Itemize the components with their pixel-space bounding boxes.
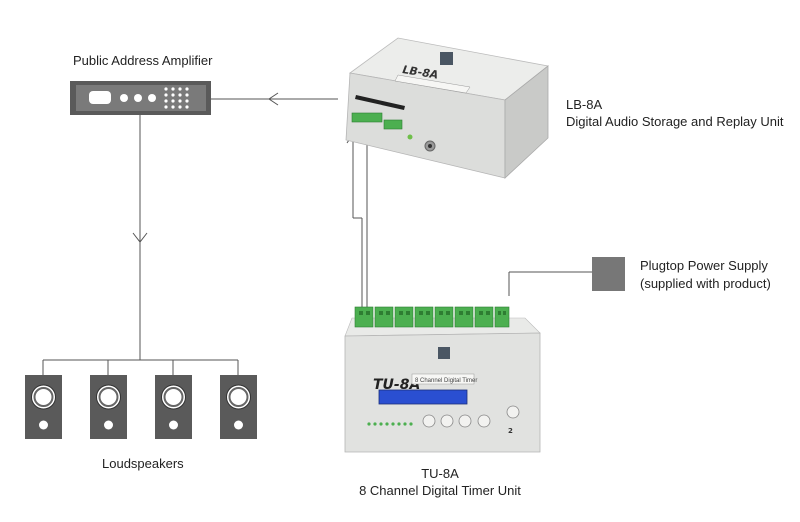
tu8a-description-label: 8 Channel Digital Timer Unit	[359, 483, 521, 498]
lb8a-device: LB-8A	[345, 37, 549, 179]
svg-text:2: 2	[508, 427, 513, 435]
tu8a-face-text: TU-8A	[373, 377, 420, 393]
amplifier-label: Public Address Amplifier	[73, 53, 213, 68]
tu8a-subtitle-text: 8 Channel Digital Timer	[415, 378, 477, 384]
lb8a-face-text: LB-8A	[402, 63, 440, 81]
loudspeakers-label: Loudspeakers	[102, 456, 184, 471]
lcd-display	[378, 389, 468, 405]
power-supply-label-line2: (supplied with product)	[640, 276, 771, 291]
arrow-left-icon	[268, 92, 279, 106]
loudspeaker	[90, 375, 127, 439]
connection-lines	[42, 92, 592, 375]
power-supply-block	[592, 257, 625, 291]
amplifier	[70, 81, 211, 115]
lb8a-description-label: Digital Audio Storage and Replay Unit	[566, 114, 784, 129]
lb8a-model-label: LB-8A	[566, 97, 603, 112]
power-supply-label-line1: Plugtop Power Supply	[640, 258, 768, 273]
loudspeaker	[25, 375, 62, 439]
tu8a-model-label: TU-8A	[421, 466, 459, 481]
tu8a-device: TU-8A 8 Channel Digital Timer 2	[344, 306, 541, 453]
loudspeaker	[220, 375, 257, 439]
arrow-down-icon	[132, 232, 148, 243]
loudspeaker	[155, 375, 192, 439]
